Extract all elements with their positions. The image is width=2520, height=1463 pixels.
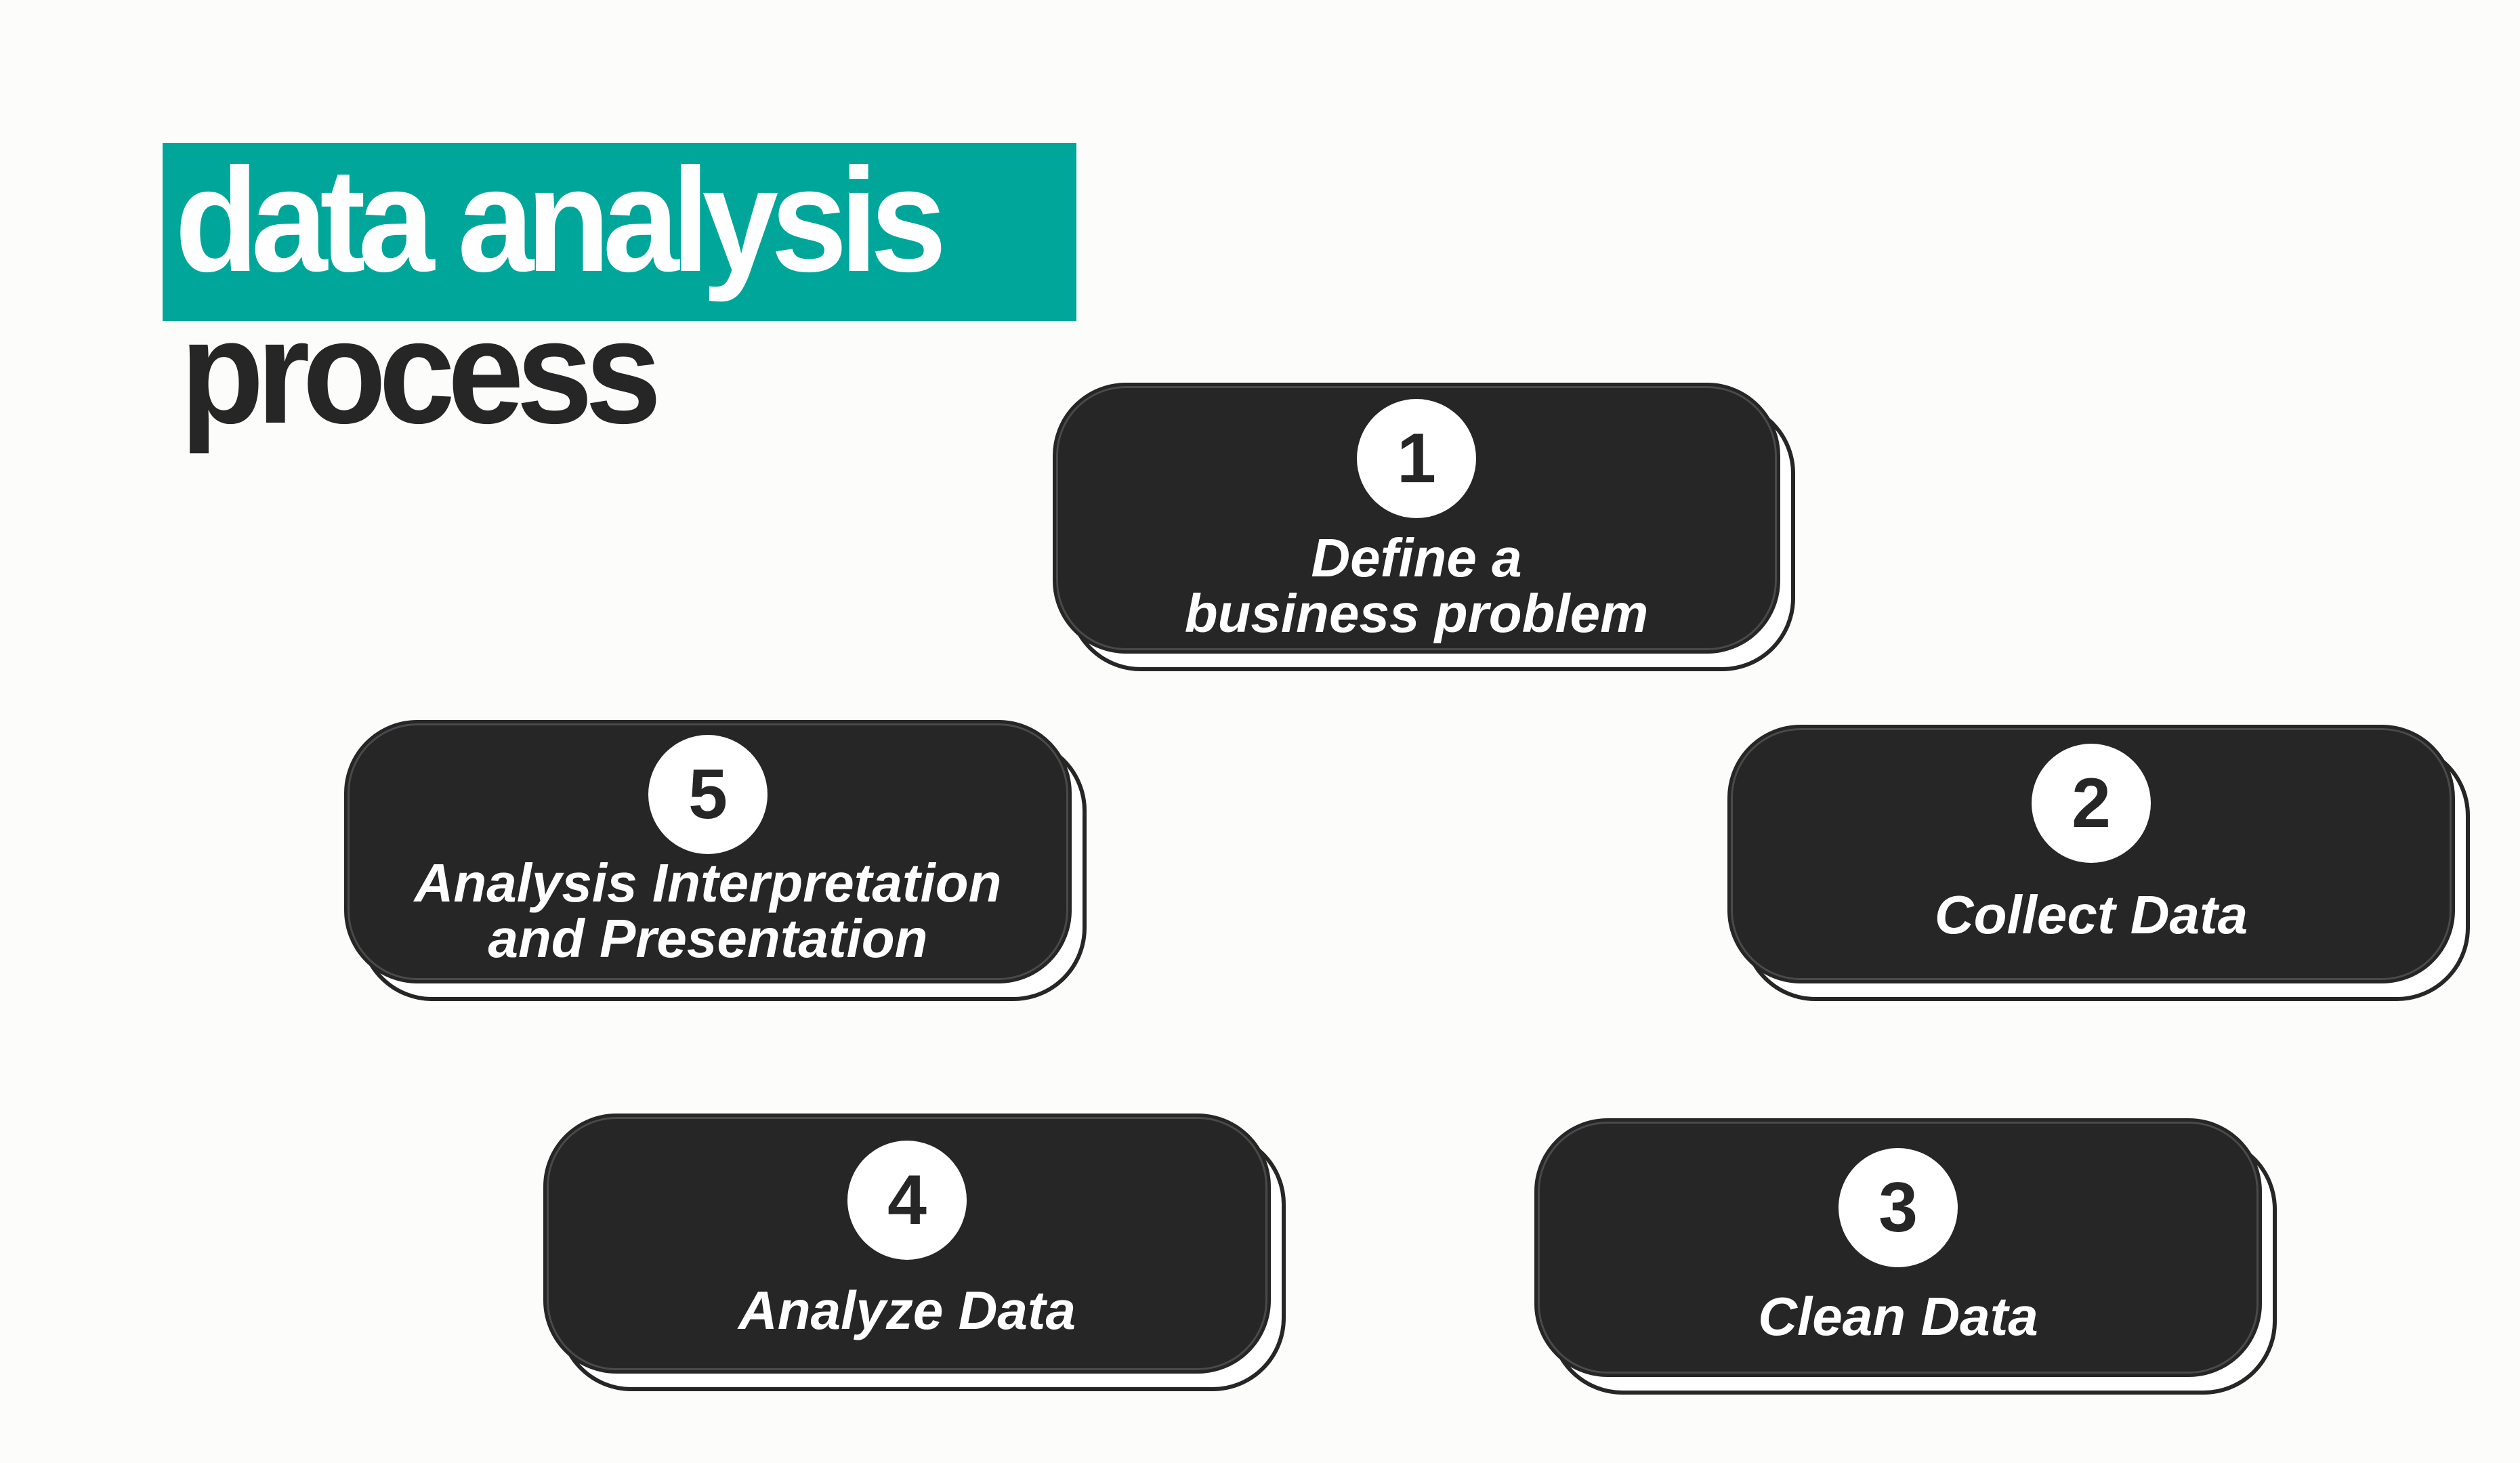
- title-highlight-bar: [163, 143, 1076, 321]
- step-label: Collect Data: [1727, 887, 2455, 943]
- step-card-1: 1 Define a business problem: [1053, 383, 1795, 671]
- title-line-2: process: [180, 290, 662, 454]
- step-label-line-1: Clean Data: [1758, 1286, 2038, 1347]
- step-number-badge: 2: [2032, 744, 2151, 863]
- step-label-line-1: Collect Data: [1934, 885, 2248, 945]
- step-label: Define a business problem: [1053, 530, 1780, 641]
- step-number-badge: 5: [648, 735, 768, 854]
- step-label-line-1: Analyze Data: [738, 1280, 1076, 1340]
- title-line-1: data analysis: [175, 138, 947, 303]
- step-label-line-1: Define a: [1311, 528, 1522, 588]
- step-card-3: 3 Clean Data: [1534, 1118, 2277, 1395]
- step-label: Analysis Interpretation and Presentation: [344, 855, 1072, 967]
- step-number-badge: 3: [1839, 1148, 1958, 1267]
- step-label-line-2: business problem: [1184, 583, 1649, 643]
- step-number-badge: 4: [847, 1141, 967, 1260]
- step-label: Clean Data: [1534, 1289, 2262, 1344]
- step-label-line-1: Analysis Interpretation: [414, 853, 1002, 913]
- step-card-2: 2 Collect Data: [1727, 725, 2470, 1001]
- step-label: Analyze Data: [543, 1283, 1271, 1338]
- step-number-badge: 1: [1357, 399, 1476, 518]
- step-card-4: 4 Analyze Data: [543, 1114, 1286, 1391]
- step-card-5: 5 Analysis Interpretation and Presentati…: [344, 720, 1087, 1001]
- step-label-line-2: and Presentation: [488, 908, 928, 969]
